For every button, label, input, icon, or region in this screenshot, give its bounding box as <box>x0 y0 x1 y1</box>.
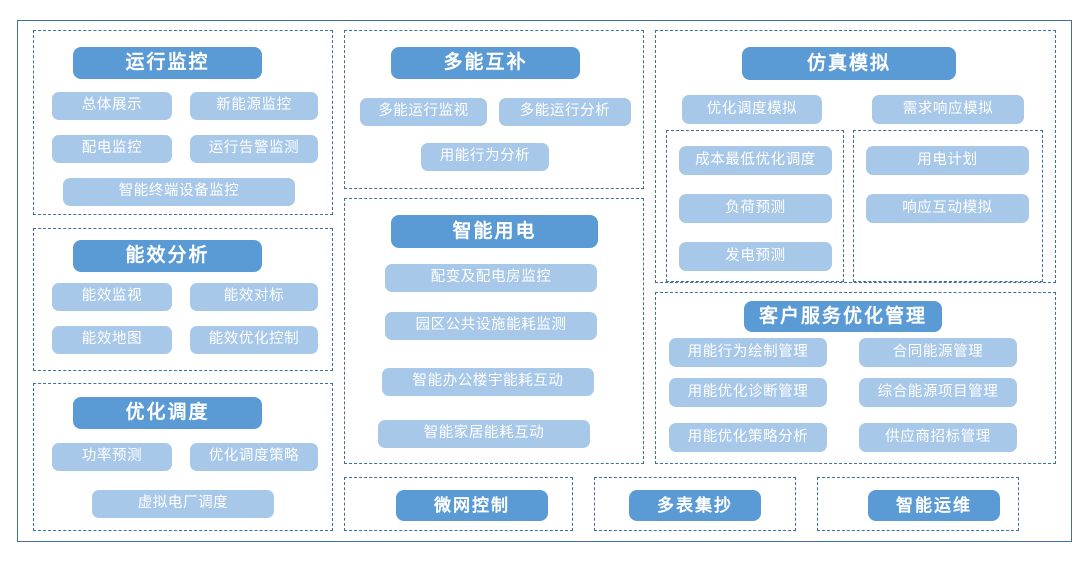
header-microgrid-control[interactable]: 微网控制 <box>396 490 548 521</box>
item-optimized-dispatch-strategy[interactable]: 优化调度策略 <box>190 443 318 471</box>
item-energy-optimization-strategy-analysis[interactable]: 用能优化策略分析 <box>669 423 827 452</box>
group-operation-monitoring <box>33 30 333 215</box>
item-generation-forecast[interactable]: 发电预测 <box>679 242 832 271</box>
group-smart-operation-maintenance <box>817 477 1019 531</box>
header-smart-electricity[interactable]: 智能用电 <box>391 215 598 248</box>
item-electricity-usage-plan[interactable]: 用电计划 <box>866 146 1029 175</box>
header-multi-meter-reading[interactable]: 多表集抄 <box>629 490 761 521</box>
item-energy-optimization-diagnosis-management[interactable]: 用能优化诊断管理 <box>669 378 827 407</box>
item-smart-office-building-energy-interaction[interactable]: 智能办公楼宇能耗互动 <box>382 368 594 396</box>
item-contract-energy-management[interactable]: 合同能源管理 <box>859 338 1017 367</box>
item-lowest-cost-optimized-dispatch[interactable]: 成本最低优化调度 <box>679 146 832 175</box>
header-smart-operation-maintenance[interactable]: 智能运维 <box>868 490 1000 521</box>
item-efficiency-monitoring[interactable]: 能效监视 <box>52 283 172 311</box>
header-operation-monitoring[interactable]: 运行监控 <box>73 47 262 79</box>
subgroup-simulation-dispatch <box>666 130 844 282</box>
group-simulation <box>655 30 1056 283</box>
item-energy-behavior-mapping-management[interactable]: 用能行为绘制管理 <box>669 338 827 367</box>
group-customer-service-optimization <box>655 292 1056 464</box>
item-power-distribution-monitoring[interactable]: 配电监控 <box>52 135 172 163</box>
item-virtual-power-plant-dispatch[interactable]: 虚拟电厂调度 <box>92 490 274 518</box>
item-multi-energy-operation-analysis[interactable]: 多能运行分析 <box>499 98 631 126</box>
group-smart-electricity <box>344 198 644 464</box>
item-smart-home-energy-interaction[interactable]: 智能家居能耗互动 <box>378 420 590 448</box>
item-load-forecast[interactable]: 负荷预测 <box>679 194 832 223</box>
group-optimized-dispatch <box>33 383 333 531</box>
item-energy-use-behavior-analysis[interactable]: 用能行为分析 <box>421 143 549 171</box>
header-energy-efficiency-analysis[interactable]: 能效分析 <box>73 240 262 272</box>
item-demand-response-simulation[interactable]: 需求响应模拟 <box>872 95 1024 124</box>
item-transformer-and-substation-monitoring[interactable]: 配变及配电房监控 <box>385 264 597 292</box>
item-supplier-bidding-management[interactable]: 供应商招标管理 <box>859 423 1017 452</box>
item-integrated-energy-project-management[interactable]: 综合能源项目管理 <box>859 378 1017 407</box>
item-power-forecast[interactable]: 功率预测 <box>52 443 172 471</box>
item-multi-energy-operation-monitoring[interactable]: 多能运行监视 <box>360 98 487 126</box>
item-efficiency-optimization-control[interactable]: 能效优化控制 <box>190 326 318 354</box>
group-energy-efficiency-analysis <box>33 228 333 371</box>
item-operation-alarm-monitoring[interactable]: 运行告警监测 <box>190 135 318 163</box>
item-efficiency-benchmarking[interactable]: 能效对标 <box>190 283 318 311</box>
header-customer-service-optimization[interactable]: 客户服务优化管理 <box>744 301 942 332</box>
header-optimized-dispatch[interactable]: 优化调度 <box>73 397 262 429</box>
subgroup-simulation-demand-response <box>853 130 1043 282</box>
group-multi-meter-reading <box>594 477 796 531</box>
group-multi-energy-complementary <box>344 30 644 189</box>
item-optimized-dispatch-simulation[interactable]: 优化调度模拟 <box>682 95 822 124</box>
item-smart-terminal-device-monitoring[interactable]: 智能终端设备监控 <box>63 178 295 206</box>
item-response-interaction-simulation[interactable]: 响应互动模拟 <box>866 194 1029 223</box>
item-park-public-facility-energy-monitoring[interactable]: 园区公共设施能耗监测 <box>385 312 597 340</box>
header-simulation[interactable]: 仿真模拟 <box>742 47 956 80</box>
header-multi-energy-complementary[interactable]: 多能互补 <box>391 47 580 79</box>
item-new-energy-monitoring[interactable]: 新能源监控 <box>190 92 318 120</box>
group-microgrid-control <box>344 477 573 531</box>
item-efficiency-map[interactable]: 能效地图 <box>52 326 172 354</box>
item-overall-display[interactable]: 总体展示 <box>52 92 172 120</box>
